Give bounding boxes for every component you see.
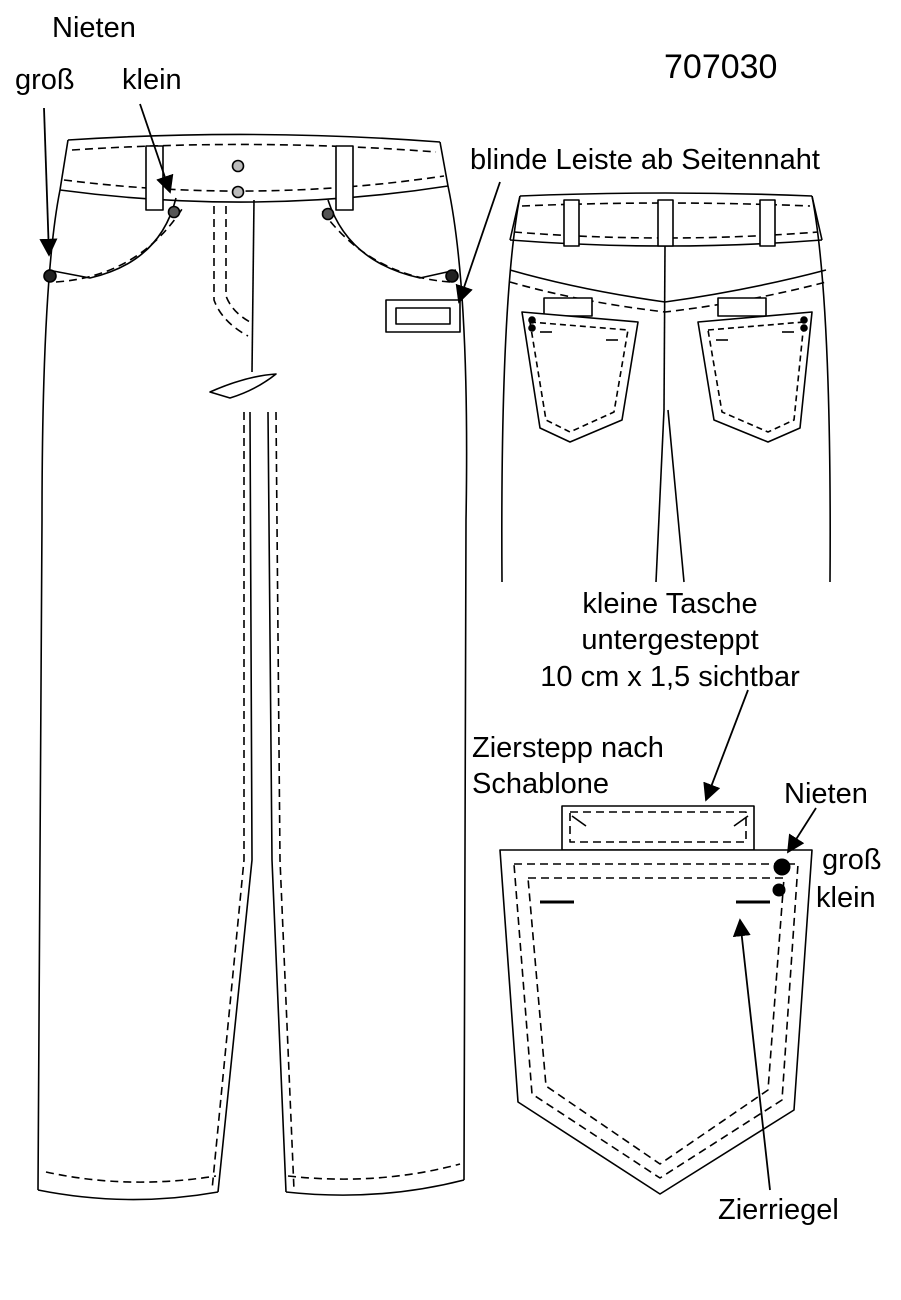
back-pocket-right bbox=[697, 297, 813, 443]
pocket-rivet-small-label: klein bbox=[816, 882, 876, 914]
small-pocket-label-line2: untergesteppt bbox=[581, 624, 759, 657]
pocket-rivets-label: Nieten bbox=[784, 778, 868, 810]
small-pocket-flap bbox=[561, 805, 755, 851]
style-number: 707030 bbox=[664, 48, 778, 86]
front-view bbox=[37, 133, 468, 1201]
back-view bbox=[501, 192, 831, 583]
topstitch-label-line1: Zierstepp nach bbox=[472, 732, 664, 764]
front-leg-outlines bbox=[37, 185, 468, 1201]
blind-welt-label: blinde Leiste ab Seitennaht bbox=[470, 144, 820, 176]
front-belt-loops bbox=[145, 145, 354, 211]
front-inseam-stitching bbox=[211, 411, 295, 1191]
small-pocket-annotation: kleine Tasche untergesteppt 10 cm x 1,5 … bbox=[520, 586, 820, 695]
topstitch-label-line2: Schablone bbox=[472, 768, 610, 801]
front-coin-welt bbox=[385, 299, 461, 333]
front-pockets bbox=[47, 197, 457, 283]
front-rivet-large-label: groß bbox=[15, 64, 75, 96]
bartack-label: Zierriegel bbox=[718, 1194, 839, 1226]
topstitch-annotation: Zierstepp nach Schablone bbox=[472, 730, 664, 803]
front-leader-lines bbox=[39, 103, 501, 304]
front-buttons bbox=[231, 159, 245, 199]
detail-leader-lines bbox=[703, 689, 817, 1191]
front-rivets bbox=[43, 205, 459, 283]
pocket-detail bbox=[499, 805, 813, 1195]
pocket-rivet-large-label: groß bbox=[822, 844, 882, 876]
back-pocket-left bbox=[521, 297, 639, 443]
front-rivet-small-label: klein bbox=[122, 64, 182, 96]
small-pocket-label-line3: 10 cm x 1,5 sichtbar bbox=[540, 660, 800, 693]
front-fly bbox=[209, 199, 277, 399]
pocket-rivets bbox=[772, 858, 791, 897]
front-waistband bbox=[59, 133, 449, 203]
front-rivets-label: Nieten bbox=[52, 12, 136, 44]
small-pocket-label-line1: kleine Tasche bbox=[582, 588, 758, 620]
back-belt-loops bbox=[563, 199, 776, 247]
back-outlines bbox=[501, 195, 831, 583]
